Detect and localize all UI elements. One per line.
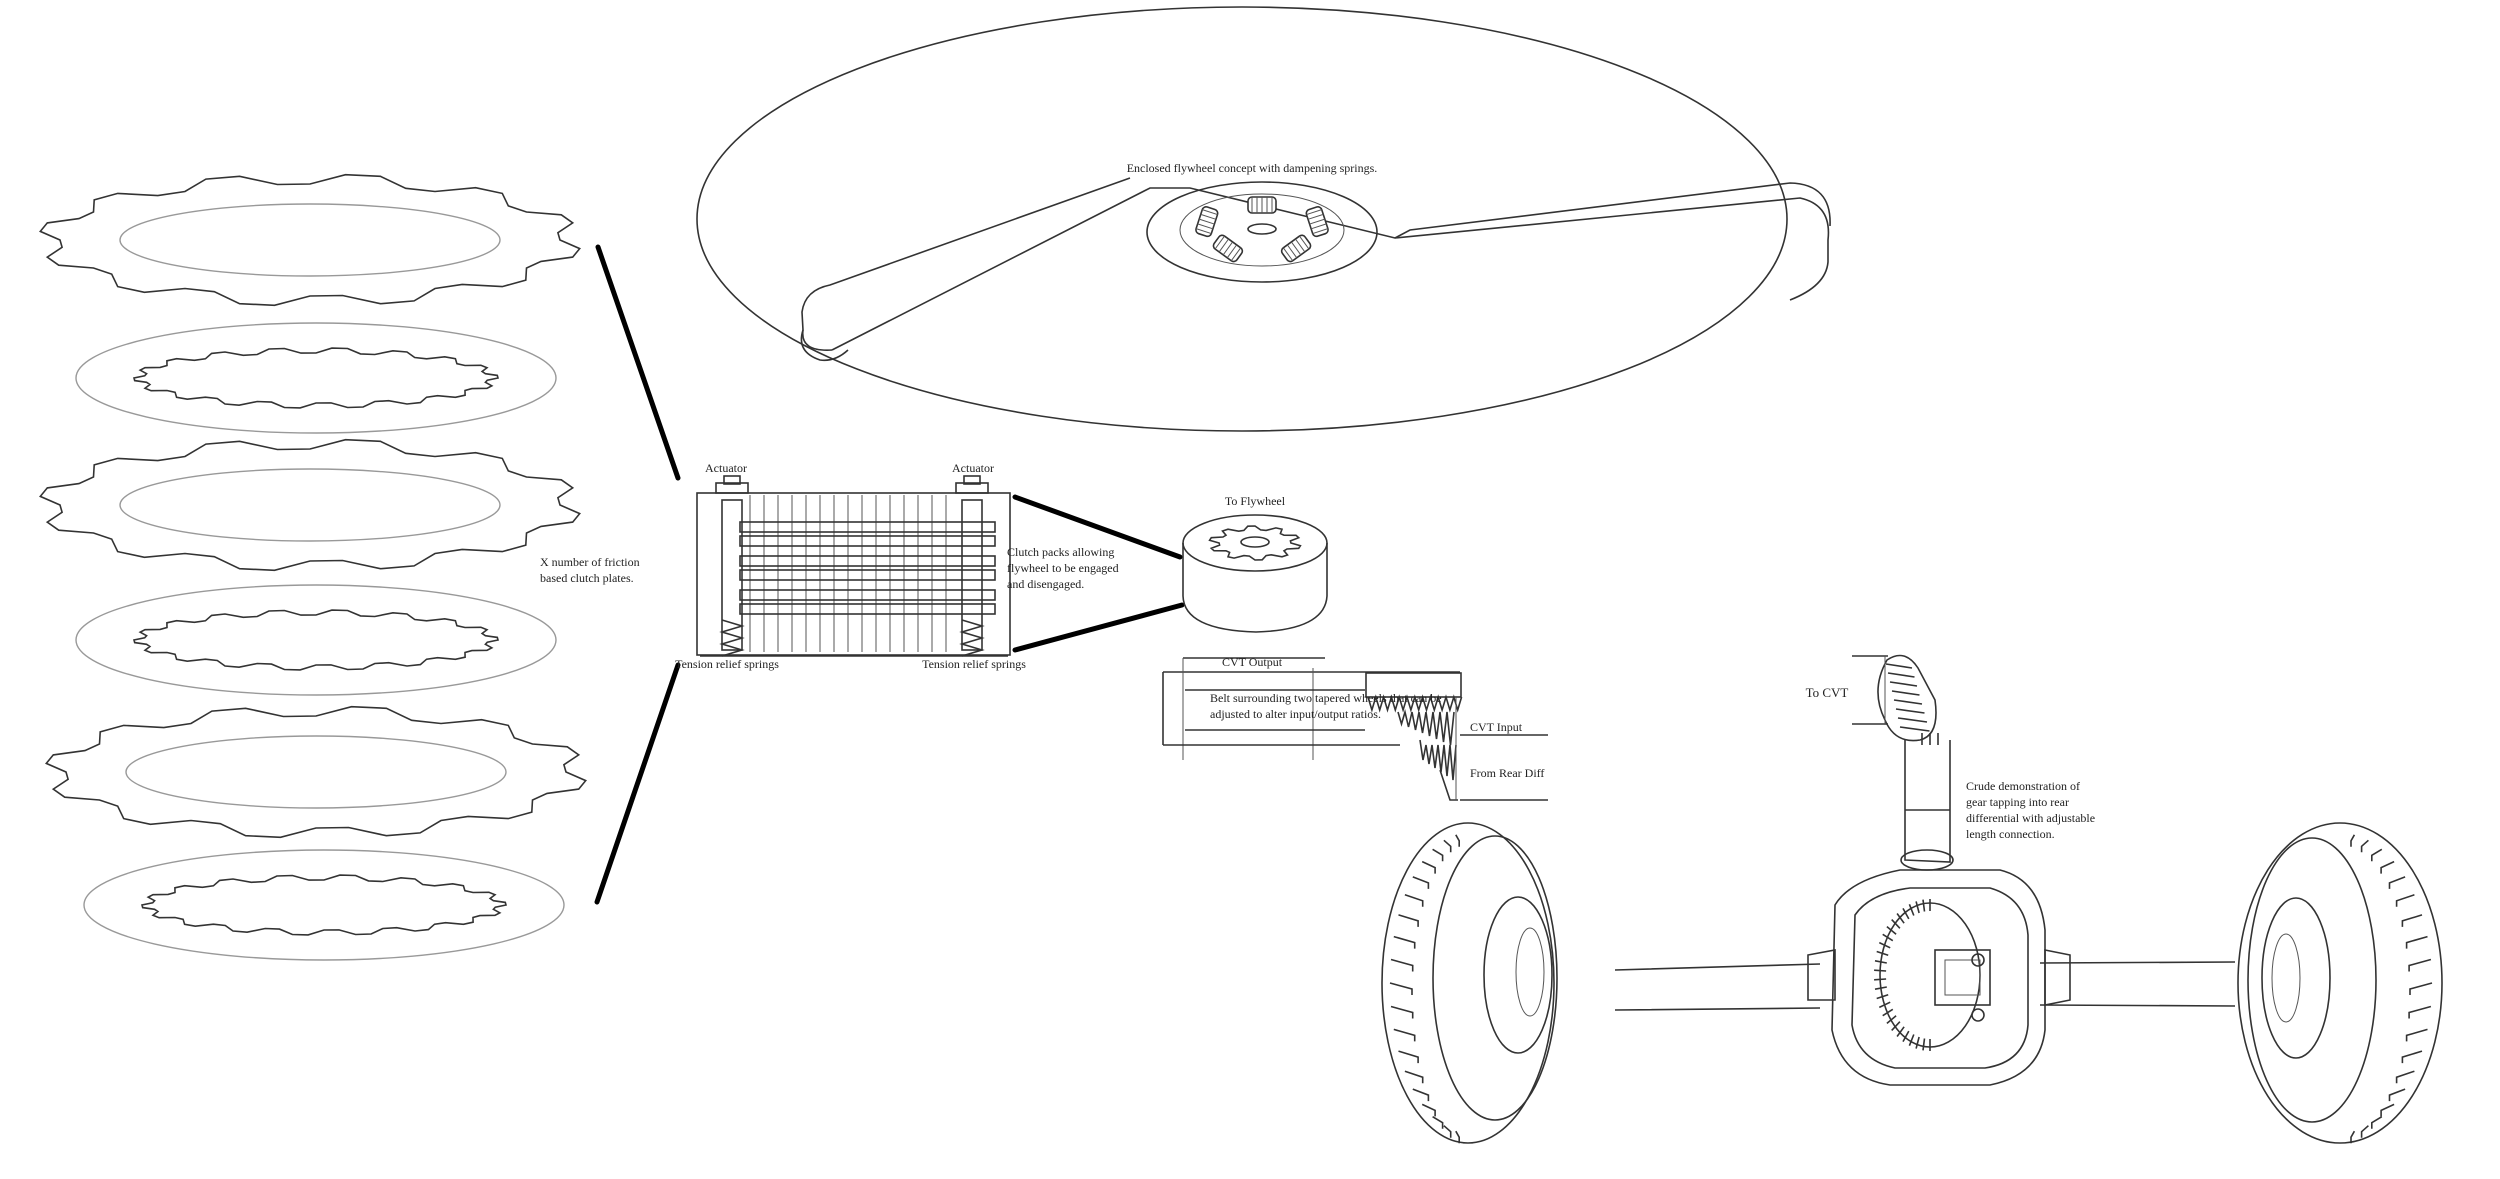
spring (1212, 234, 1244, 263)
flywheel-disc (1146, 181, 1378, 283)
clutch-plate (45, 705, 587, 839)
right-tire (2237, 822, 2443, 1144)
clutch-plates-label: X number of friction based clutch plates… (540, 555, 643, 585)
cvt-belt-label: Belt surrounding two tapered wheels that… (1210, 691, 1445, 721)
cvt-output-label: CVT Output (1222, 655, 1283, 669)
tension-spring-left (719, 619, 745, 657)
plate-connector-lines (594, 244, 681, 905)
clutch-pack (696, 475, 1011, 657)
gear-demo-label: Crude demonstration of gear tapping into… (1966, 779, 2098, 841)
clutch-plate-stack (39, 173, 587, 961)
to-flywheel-label: To Flywheel (1225, 494, 1286, 508)
spring (1195, 206, 1219, 238)
spring (1280, 234, 1312, 263)
actuator-right (955, 475, 989, 494)
actuator-left (715, 475, 749, 494)
spring (1247, 196, 1277, 214)
bevel-gear (1852, 654, 1937, 742)
clutch-plate (39, 438, 581, 572)
cvt-tapered-wheel (1367, 694, 1463, 801)
clutch-plate (39, 173, 581, 307)
rear-axle-assembly (1381, 654, 2443, 1144)
cvt-input-label: CVT Input (1470, 720, 1523, 734)
flywheel-enclosure: Enclosed flywheel concept with dampening… (696, 6, 1831, 432)
differential-housing (1807, 869, 2071, 1086)
actuator-left-label: Actuator (705, 461, 747, 475)
flywheel-drum-gear (1208, 525, 1302, 561)
tension-springs-left-label: Tension relief springs (675, 657, 779, 671)
flywheel-drum (1182, 514, 1328, 633)
spring (1305, 206, 1329, 238)
clutch-packs-label: Clutch packs allowing flywheel to be eng… (1007, 545, 1122, 591)
pack-connector-lines (1012, 494, 1185, 653)
flywheel-concept-label: Enclosed flywheel concept with dampening… (1127, 161, 1378, 175)
left-tire (1381, 822, 1558, 1144)
tension-spring-right (959, 619, 985, 657)
dampening-springs (1195, 196, 1329, 263)
driveshaft (1900, 733, 1954, 871)
to-cvt-label: To CVT (1806, 685, 1849, 700)
tension-springs-right-label: Tension relief springs (922, 657, 1026, 671)
from-rear-diff-label: From Rear Diff (1470, 766, 1544, 780)
actuator-right-label: Actuator (952, 461, 994, 475)
cvt-assembly (1162, 657, 1548, 801)
clutch-plate (75, 322, 557, 434)
clutch-plate (75, 584, 557, 696)
clutch-plate (83, 849, 565, 961)
